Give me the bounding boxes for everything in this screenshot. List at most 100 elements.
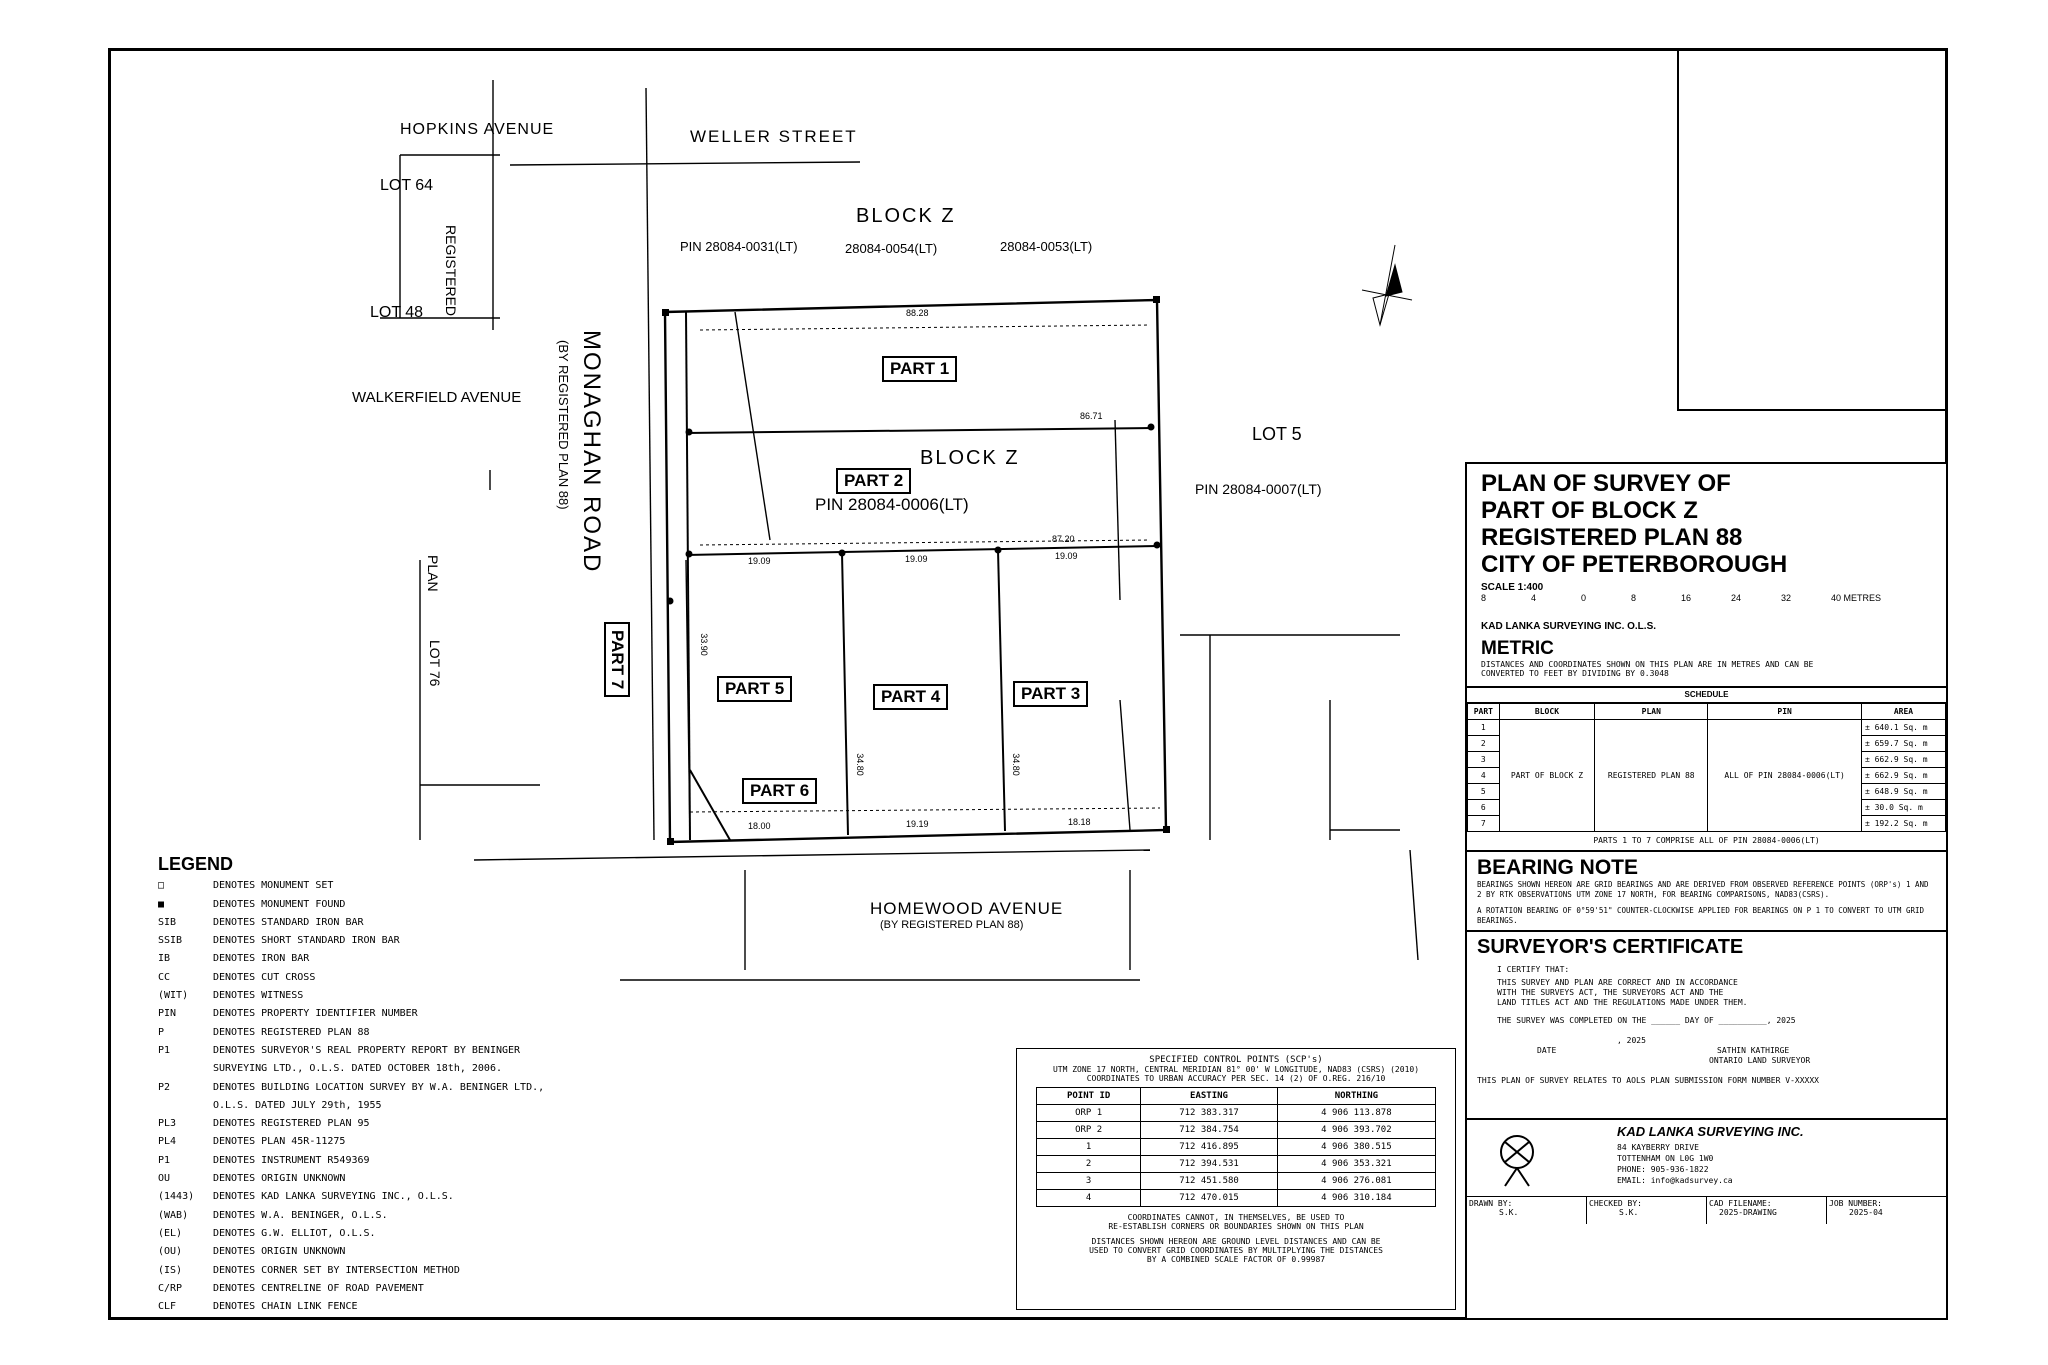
legend-symbol: P1 xyxy=(158,1154,171,1166)
legend-row: (WAB)DENOTES W.A. BENINGER, O.L.S. xyxy=(158,1207,544,1225)
control-cell: 712 451.580 xyxy=(1140,1172,1278,1190)
schedule-plan: REGISTERED PLAN 88 xyxy=(1594,719,1709,832)
monaghan-road-label: MONAGHAN ROAD xyxy=(578,330,605,574)
control-cell: 712 383.317 xyxy=(1140,1104,1278,1122)
part-2-label: PART 2 xyxy=(836,468,912,494)
legend-text: DENOTES REGISTERED PLAN 95 xyxy=(213,1118,370,1130)
part-line xyxy=(685,427,1153,434)
legend-symbol: CC xyxy=(158,971,171,983)
lot-5-label: LOT 5 xyxy=(1252,424,1302,444)
legend-row: (OU)DENOTES ORIGIN UNKNOWN xyxy=(158,1243,544,1261)
schedule-area: ± 659.7 Sq. m xyxy=(1860,735,1947,752)
scale-tick-label: 8 xyxy=(1631,593,1637,603)
monument-set xyxy=(685,550,693,558)
schedule-part: 2 xyxy=(1467,735,1500,752)
distance-note: DISTANCES SHOWN HEREON ARE GROUND LEVEL … xyxy=(1091,1237,1381,1246)
road-line xyxy=(645,87,655,841)
surveyor-role: ONTARIO LAND SURVEYOR xyxy=(1709,1056,1811,1065)
schedule-area: ± 640.1 Sq. m xyxy=(1860,719,1947,736)
legend-symbol: (1443) xyxy=(158,1191,195,1203)
dimension: 19.09 xyxy=(748,556,771,566)
schedule-area: ± 192.2 Sq. m xyxy=(1860,815,1947,832)
control-title: SPECIFIED CONTROL POINTS (SCP's) xyxy=(1149,1055,1323,1065)
legend-symbol: P1 xyxy=(158,1044,171,1056)
schedule-header: PIN xyxy=(1707,703,1862,720)
schedule-title: SCHEDULE xyxy=(1467,688,1946,703)
schedule-area: ± 30.0 Sq. m xyxy=(1860,799,1947,816)
monument-set xyxy=(994,546,1002,554)
legend-symbol: IB xyxy=(158,953,171,965)
legend-row: (IS) DENOTES CORNER SET BY INTERSECTION M… xyxy=(158,1262,544,1280)
plan-title-3: REGISTERED PLAN 88 xyxy=(1481,524,1743,551)
pin-top-right: 28084-0053(LT) xyxy=(1000,239,1093,254)
legend-text: DENOTES G.W. ELLIOT, O.L.S. xyxy=(213,1227,376,1239)
legend-text: DENOTES WITNESS xyxy=(213,990,304,1002)
pin-mid-label: PIN 28084-0006(LT) xyxy=(815,495,969,514)
pin-top-left: PIN 28084-0031(LT) xyxy=(680,239,798,254)
schedule-row: 4± 662.9 Sq. m xyxy=(1467,767,1947,784)
dimension: 19.09 xyxy=(1055,551,1078,561)
dimension: 19.19 xyxy=(906,819,929,829)
scale-tick-label: 24 xyxy=(1731,593,1742,603)
legend-symbol: PIN xyxy=(158,1008,177,1020)
firm-label: KAD LANKA SURVEYING INC. O.L.S. xyxy=(1481,621,1657,632)
control-header: NORTHING xyxy=(1276,1087,1437,1105)
monument-set xyxy=(838,549,846,557)
part-1-label: PART 1 xyxy=(882,356,958,382)
legend-text: DENOTES CORNER SET BY INTERSECTION METHO… xyxy=(213,1264,460,1276)
part-6-label: PART 6 xyxy=(742,778,818,804)
scale-tick-label: 8 xyxy=(1481,593,1487,603)
monument-found xyxy=(1153,296,1160,303)
legend-symbol: CLF xyxy=(158,1301,177,1313)
dimension: 88.28 xyxy=(906,308,929,318)
schedule-header: PART xyxy=(1467,703,1500,720)
control-cell: 712 470.015 xyxy=(1140,1189,1278,1207)
legend-text: DENOTES PROPERTY IDENTIFIER NUMBER xyxy=(213,1008,418,1020)
legend-text: DENOTES REGISTERED PLAN 88 xyxy=(213,1026,370,1038)
distance-note: BY A COMBINED SCALE FACTOR OF 0.99987 xyxy=(1146,1255,1326,1264)
legend-symbol: SSIB xyxy=(158,935,183,947)
lot-48-label: LOT 48 xyxy=(370,304,424,321)
legend-text: DENOTES MONUMENT FOUND xyxy=(213,898,346,910)
control-cell: 4 906 113.878 xyxy=(1276,1104,1437,1122)
legend-text: O.L.S. DATED JULY 29th, 1955 xyxy=(213,1099,382,1111)
registered-label: REGISTERED xyxy=(443,225,459,317)
plan-label: PLAN xyxy=(425,555,441,592)
legend-row: SSIB DENOTES SHORT STANDARD IRON BAR xyxy=(158,932,544,950)
schedule-row: 7 ± 192.2 Sq. m xyxy=(1467,815,1947,832)
plan-title-1: PLAN OF SURVEY OF xyxy=(1481,470,1731,497)
legend-row: (EL)DENOTES G.W. ELLIOT, O.L.S. xyxy=(158,1225,544,1243)
legend-text: DENOTES ORIGIN UNKNOWN xyxy=(213,1173,346,1185)
company-phone: PHONE: 905-936-1822 xyxy=(1617,1165,1709,1174)
metric-note: CONVERTED TO FEET BY DIVIDING BY 0.3048 xyxy=(1481,669,1669,678)
plan-title-2: PART OF BLOCK Z xyxy=(1481,497,1698,524)
control-cell: 3 xyxy=(1035,1172,1142,1190)
legend-symbol: P xyxy=(158,1026,165,1038)
legend-text: DENOTES PLAN 45R-11275 xyxy=(213,1136,346,1148)
legend-row: (1443)DENOTES KAD LANKA SURVEYING INC., … xyxy=(158,1188,544,1206)
part-line xyxy=(685,545,1159,556)
schedule-part: 7 xyxy=(1467,815,1500,832)
scale-tick-label: 4 xyxy=(1531,593,1537,603)
legend-symbol: (IS) xyxy=(158,1264,183,1276)
metric-note: DISTANCES AND COORDINATES SHOWN ON THIS … xyxy=(1481,660,1814,669)
road-line xyxy=(509,161,861,166)
road-line xyxy=(473,849,1151,861)
schedule-header: AREA xyxy=(1860,703,1947,720)
legend-symbol: (OU) xyxy=(158,1246,183,1258)
part-line xyxy=(685,559,691,841)
legend-text: DENOTES SHORT STANDARD IRON BAR xyxy=(213,935,400,947)
schedule-header: PLAN xyxy=(1594,703,1709,720)
schedule-part: 6 xyxy=(1467,799,1500,816)
dimension: 34.80 xyxy=(854,753,865,776)
